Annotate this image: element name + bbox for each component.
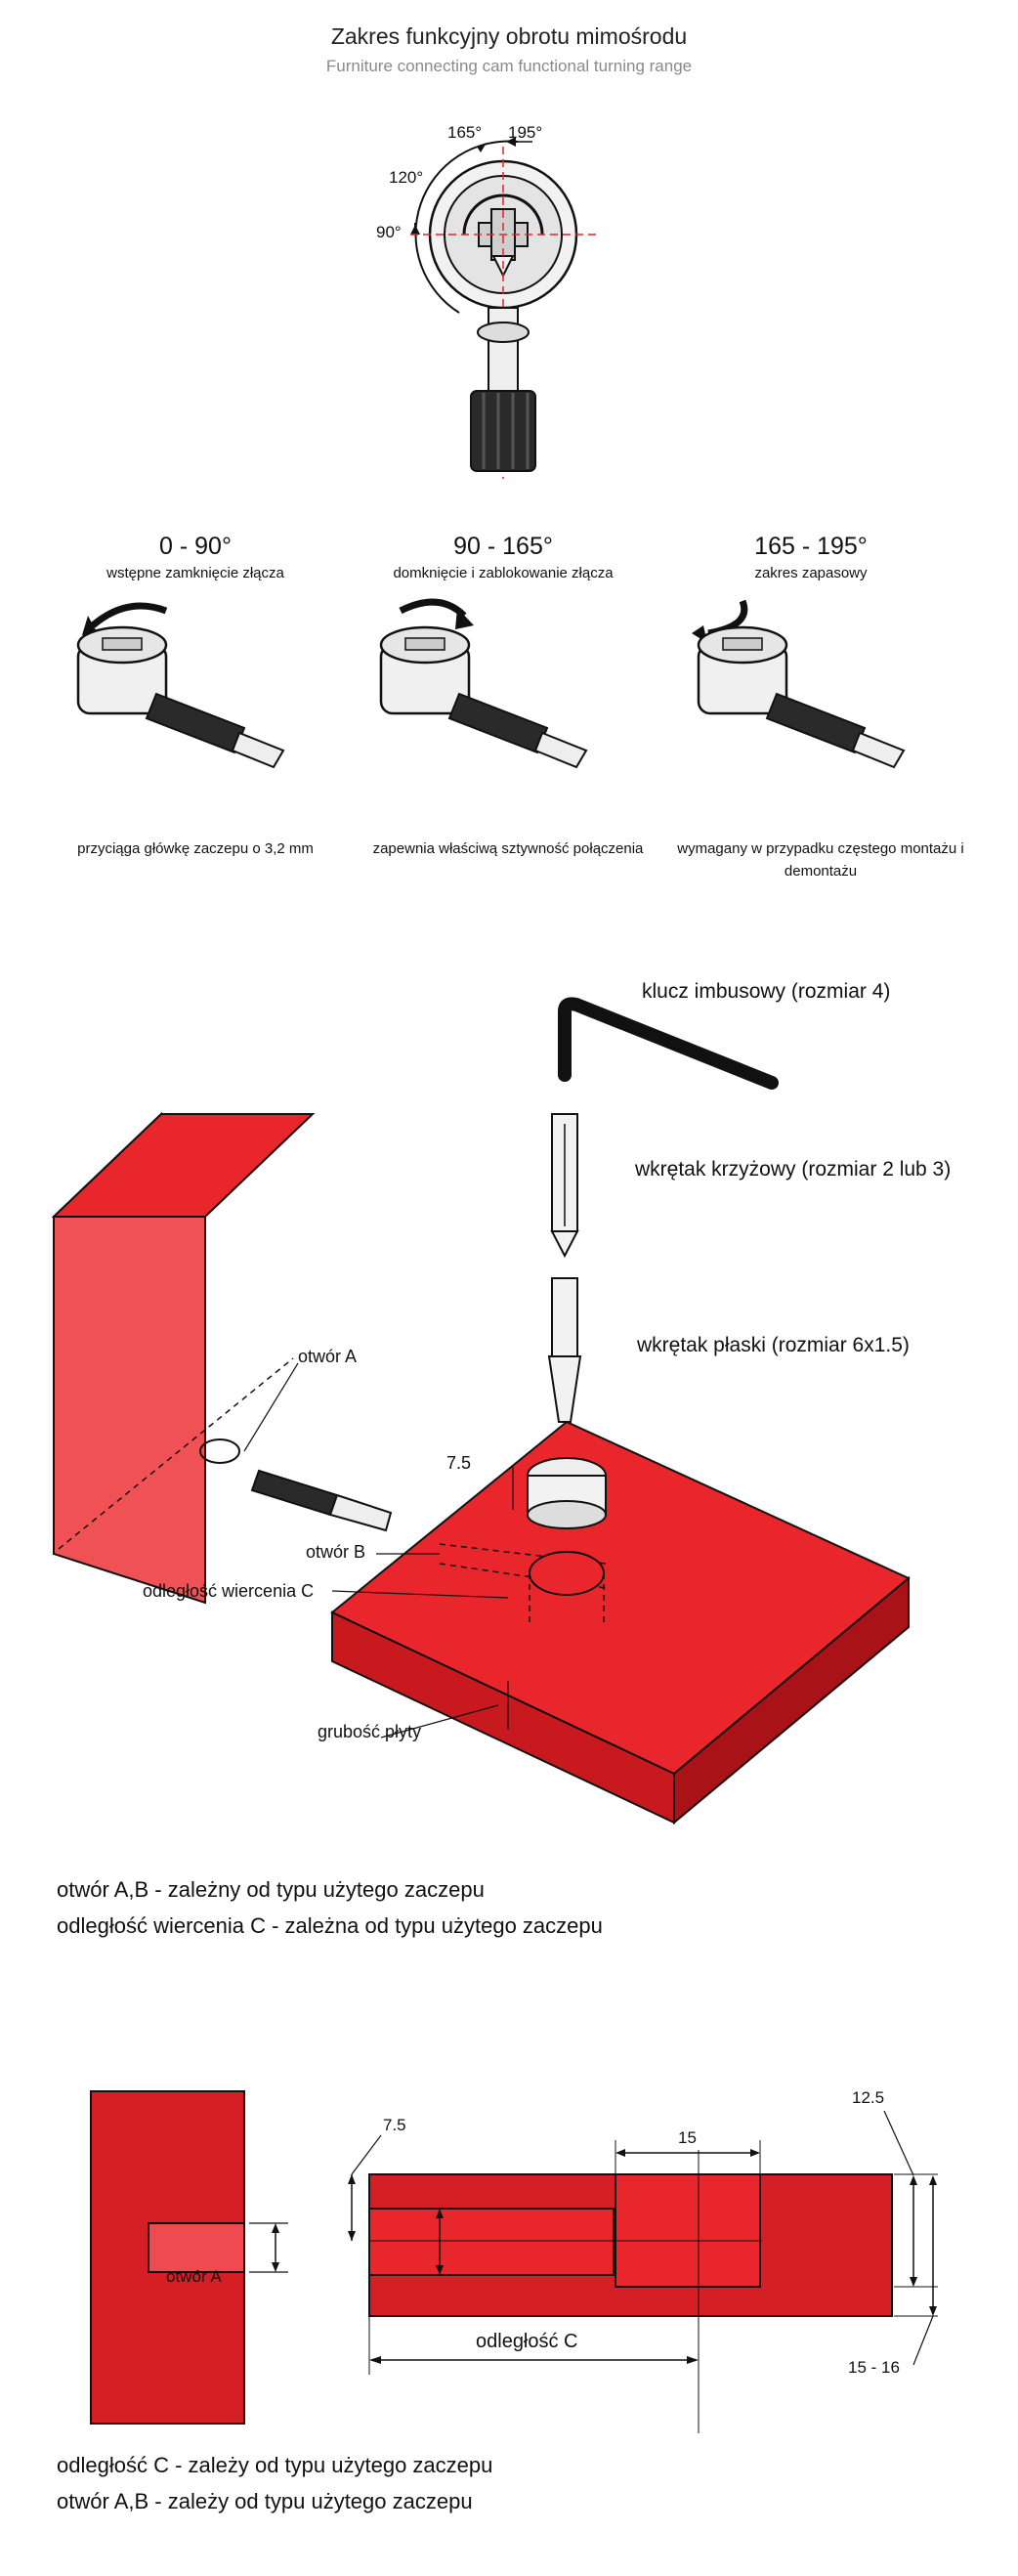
stages-illustration bbox=[76, 598, 906, 769]
stage-3-desc: zakres zapasowy bbox=[754, 565, 868, 581]
stage-1-note: przyciąga główkę zaczepu o 3,2 mm bbox=[77, 840, 314, 857]
hole-a-label: otwór A bbox=[298, 1347, 358, 1366]
phillips-screwdriver-label: wkrętak krzyżowy (rozmiar 2 lub 3) bbox=[635, 1158, 952, 1181]
stage-2-desc: domknięcie i zablokowanie złącza bbox=[393, 565, 614, 581]
stage-3-range: 165 - 195° bbox=[754, 533, 868, 560]
stage-1-range: 0 - 90° bbox=[159, 533, 232, 560]
angle-165-label: 165° bbox=[447, 123, 483, 142]
flat-screwdriver-label: wkrętak płaski (rozmiar 6x1.5) bbox=[637, 1334, 910, 1356]
stage-1-desc: wstępne zamknięcie złącza bbox=[106, 565, 284, 581]
legend1-line1: otwór A,B - zależny od typu użytego zacz… bbox=[57, 1877, 485, 1902]
section-dim-75: 7.5 bbox=[383, 2116, 406, 2134]
angle-120-label: 120° bbox=[389, 168, 424, 187]
angle-195-label: 195° bbox=[508, 123, 543, 142]
section-distance-c: odległość C bbox=[476, 2331, 578, 2352]
hole-b-label: otwór B bbox=[306, 1542, 366, 1562]
stage-2-range: 90 - 165° bbox=[453, 533, 553, 560]
hex-key-label: klucz imbusowy (rozmiar 4) bbox=[642, 980, 891, 1003]
page-subtitle: Furniture connecting cam functional turn… bbox=[325, 57, 693, 75]
thickness-label: grubość płyty bbox=[318, 1722, 422, 1741]
page-title: Zakres funkcyjny obrotu mimośrodu bbox=[330, 23, 688, 49]
stage-2-note: zapewnia właściwą sztywność połączenia bbox=[372, 840, 644, 857]
legend2-line1: odległość C - zależy od typu użytego zac… bbox=[57, 2453, 493, 2477]
cam-rotation-diagram bbox=[410, 137, 596, 479]
drill-distance-label: odległość wiercenia C bbox=[143, 1581, 315, 1601]
section-dim-125: 12.5 bbox=[852, 2088, 885, 2107]
dim-75-label: 7.5 bbox=[446, 1453, 472, 1473]
section-dim-1516: 15 - 16 bbox=[848, 2358, 900, 2377]
legend2-line2: otwór A,B - zależy od typu użytego zacze… bbox=[57, 2489, 473, 2514]
section-hole-a-label: otwór A bbox=[166, 2267, 222, 2286]
assembly-illustration bbox=[51, 997, 911, 1825]
angle-90-label: 90° bbox=[376, 223, 402, 241]
section-dim-15: 15 bbox=[678, 2128, 697, 2147]
stage-3-note: wymagany w przypadku częstego montażu i … bbox=[677, 840, 964, 880]
legend1-line2: odległość wiercenia C - zależna od typu … bbox=[57, 1913, 603, 1939]
